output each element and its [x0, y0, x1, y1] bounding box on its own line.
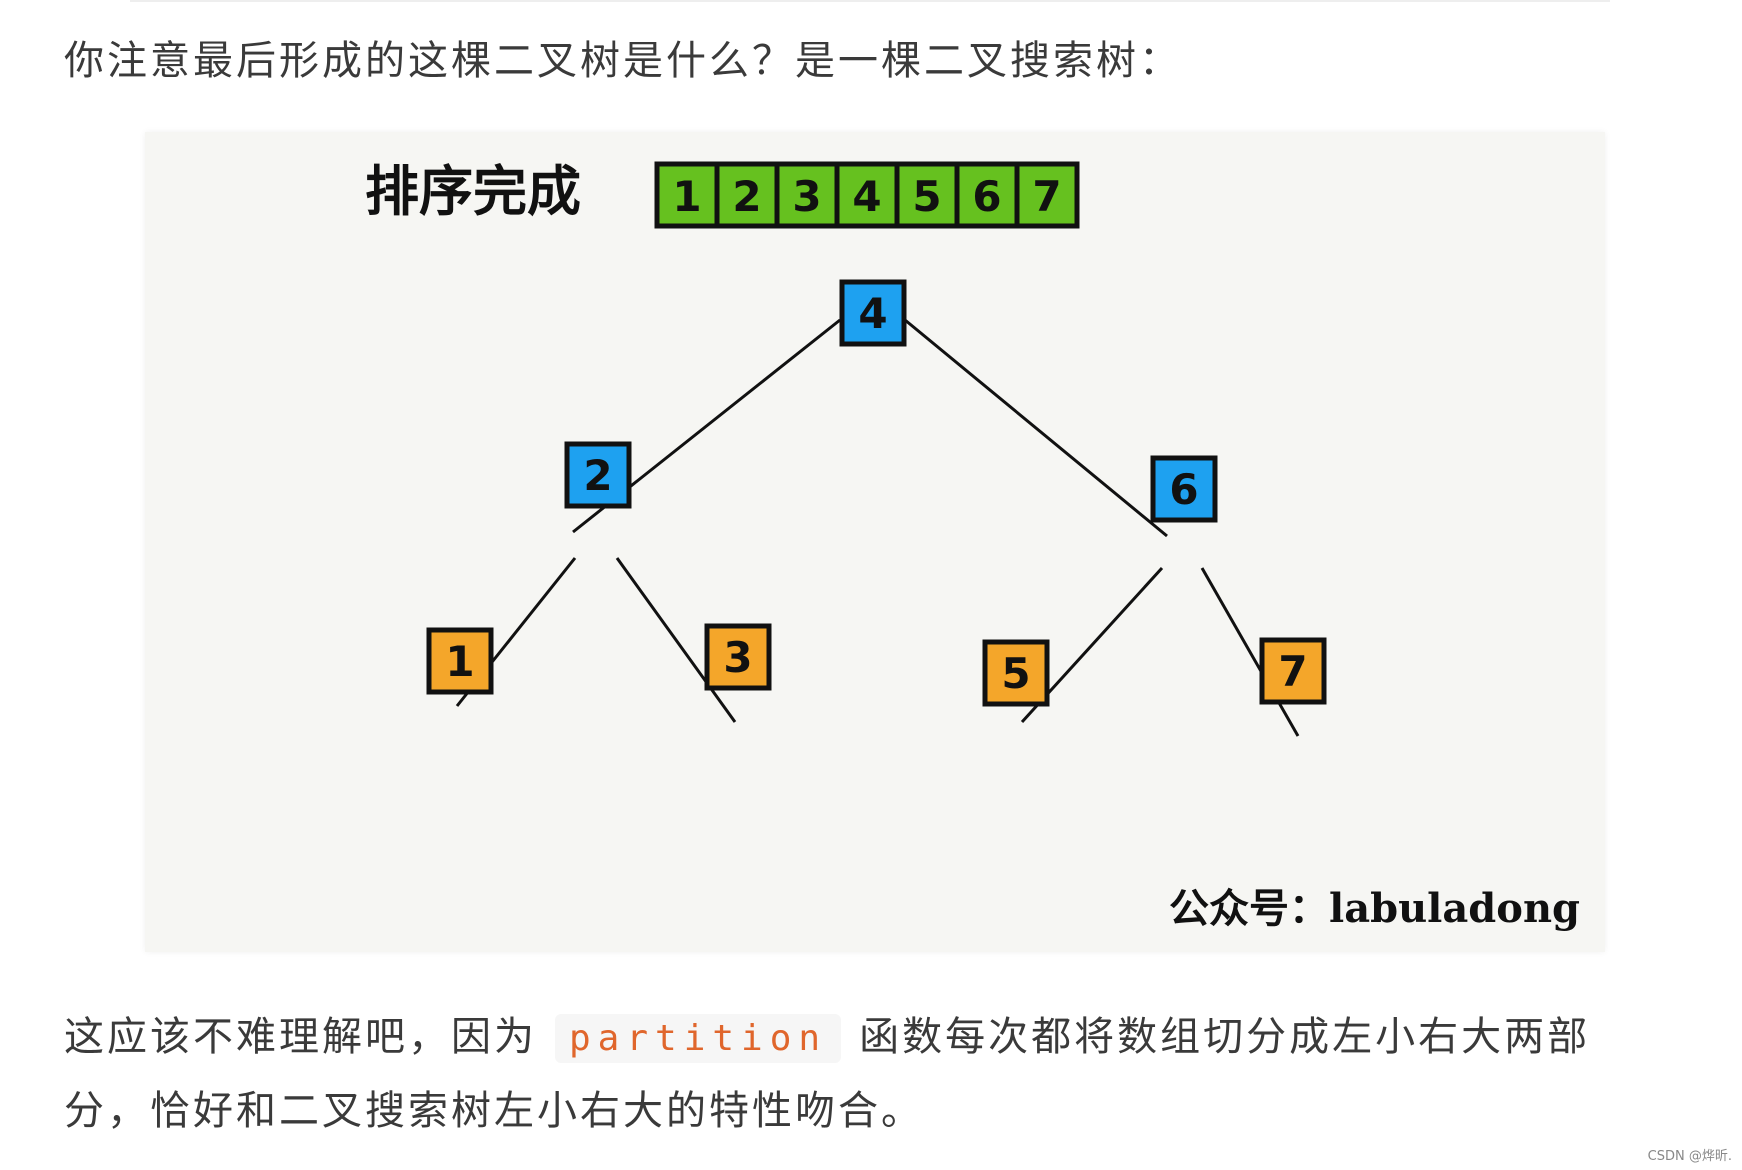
source-watermark: CSDN @烨昕. — [1647, 1149, 1732, 1164]
tree-node-box — [704, 623, 772, 691]
tree-node-box — [426, 627, 494, 695]
array-cell: 2 — [714, 161, 780, 229]
tree-node-box — [839, 279, 907, 347]
array-cell: 5 — [894, 161, 960, 229]
array-cell-box — [894, 161, 960, 229]
bst-diagram: 排序完成 1 2 3 4 5 — [365, 160, 1580, 932]
tree-node-label: 1 — [445, 637, 474, 686]
array-cell: 1 — [654, 161, 720, 229]
tree-node-label: 7 — [1278, 647, 1307, 696]
array-cell-label: 2 — [732, 172, 761, 221]
array-cell: 6 — [954, 161, 1020, 229]
array-cell: 4 — [834, 161, 900, 229]
figure-caption: 排序完成 — [365, 160, 581, 223]
sorted-array: 1 2 3 4 5 6 7 — [654, 161, 1080, 229]
paragraph-intro: 你注意最后形成的这棵二叉树是什么？是一棵二叉搜索树： — [64, 38, 1182, 84]
array-cell-box — [714, 161, 780, 229]
paragraph-line-2: 分，恰好和二叉搜索树左小右大的特性吻合。 — [64, 1088, 924, 1134]
tree-node-right: 6 — [1150, 455, 1218, 523]
array-cell-label: 4 — [852, 172, 881, 221]
bst-figure: 排序完成 1 2 3 4 5 — [145, 132, 1605, 952]
array-cell-label: 1 — [672, 172, 701, 221]
array-cell-box — [654, 161, 720, 229]
tree-node-box — [1150, 455, 1218, 523]
tree-node-leaf: 3 — [704, 623, 772, 691]
tree-edges — [455, 318, 1300, 737]
tree-node-box — [1259, 637, 1327, 705]
edge-6-7 — [1200, 567, 1300, 737]
tree-node-label: 6 — [1169, 465, 1198, 514]
inline-code: partition — [555, 1014, 842, 1063]
edge-4-6 — [904, 318, 1168, 538]
tree-node-left: 2 — [564, 441, 632, 509]
tree-node-label: 5 — [1001, 649, 1030, 698]
array-cell-box — [1014, 161, 1080, 229]
array-cell: 7 — [1014, 161, 1080, 229]
tree-node-leaf: 1 — [426, 627, 494, 695]
array-cell-label: 3 — [792, 172, 821, 221]
watermark: 公众号：labuladong — [1169, 885, 1580, 932]
edge-2-3 — [615, 557, 737, 723]
tree-node-label: 3 — [723, 633, 752, 682]
tree-node-leaf: 5 — [982, 639, 1050, 707]
tree-node-root: 4 — [839, 279, 907, 347]
top-divider — [130, 0, 1610, 2]
paragraph-explanation: 这应该不难理解吧，因为 partition 函数每次都将数组切分成左小右大两部 分，… — [64, 1000, 1590, 1148]
array-cell-box — [774, 161, 840, 229]
text-segment: 函数每次都将数组切分成左小右大两部 — [859, 1014, 1591, 1060]
tree-node-leaf: 7 — [1259, 637, 1327, 705]
tree-node-label: 4 — [858, 289, 887, 338]
paragraph-line-1: 这应该不难理解吧，因为 partition 函数每次都将数组切分成左小右大两部 — [64, 1000, 1590, 1074]
text-segment: 这应该不难理解吧，因为 — [64, 1014, 537, 1060]
tree-node-box — [982, 639, 1050, 707]
tree-node-box — [564, 441, 632, 509]
array-cell-label: 7 — [1032, 172, 1061, 221]
tree-node-label: 2 — [583, 451, 612, 500]
array-cell: 3 — [774, 161, 840, 229]
array-cell-label: 6 — [972, 172, 1001, 221]
array-cell-label: 5 — [912, 172, 941, 221]
